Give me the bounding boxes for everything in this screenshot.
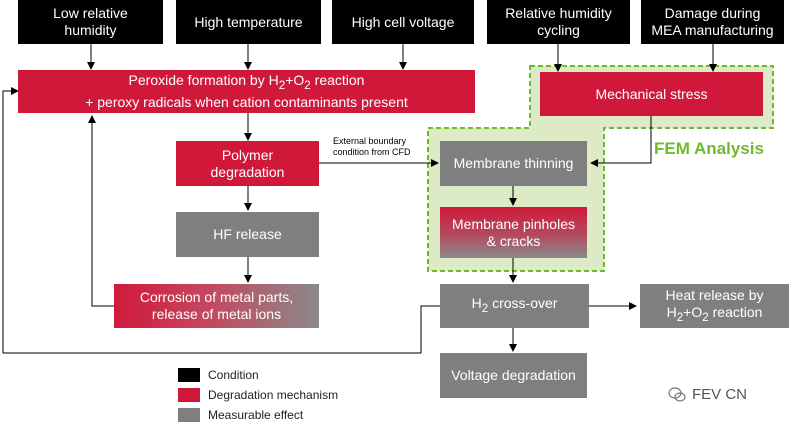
heat-release-line-2: H2+O2 reaction	[667, 304, 763, 326]
legend-swatch	[178, 388, 200, 402]
condition-text-line: Low relative	[53, 5, 128, 21]
note-line: condition from CFD	[333, 147, 411, 157]
effect-voltage-degradation: Voltage degradation	[440, 353, 587, 398]
watermark-text: FEV CN	[692, 386, 748, 403]
pinholes-line: & cracks	[486, 232, 541, 249]
legend-label: Degradation mechanism	[208, 388, 339, 402]
legend-swatch	[178, 368, 200, 382]
text: cross-over	[488, 295, 558, 312]
text: +O	[285, 72, 305, 89]
subscript: 2	[676, 310, 684, 324]
voltage-degradation-label: Voltage degradation	[451, 367, 576, 383]
corrosion-line: Corrosion of metal parts,	[139, 289, 294, 305]
subscript: 2	[278, 78, 286, 92]
text: H	[666, 303, 677, 320]
condition-text-line: cycling	[537, 22, 580, 38]
effect-membrane-thinning: Membrane thinning	[440, 141, 587, 186]
condition-text-line: High temperature	[194, 13, 303, 30]
h2-crossover-label: H2 cross-over	[472, 295, 558, 317]
legend-label: Measurable effect	[208, 408, 304, 422]
condition-text-line: High cell voltage	[351, 13, 455, 30]
text: reaction	[708, 303, 763, 320]
subscript: 2	[702, 310, 709, 324]
condition-low-relative-humidity: Low relative humidity	[18, 0, 163, 44]
hf-release-label: HF release	[213, 226, 282, 242]
text: H	[471, 295, 482, 312]
membrane-thinning-label: Membrane thinning	[453, 155, 574, 171]
peroxide-line-1: Peroxide formation by H2+O2 reaction	[129, 72, 365, 94]
condition-text-line: humidity	[64, 22, 117, 38]
condition-relative-humidity-cycling: Relative humidity cycling	[487, 0, 630, 44]
condition-mea-manufacturing-damage: Damage during MEA manufacturing	[641, 0, 784, 44]
legend: Condition Degradation mechanism Measurab…	[178, 365, 338, 425]
condition-text-line: MEA manufacturing	[651, 22, 774, 38]
legend-item-mechanism: Degradation mechanism	[178, 385, 338, 405]
polymer-line: degradation	[210, 163, 285, 180]
external-boundary-note: External boundary condition from CFD	[333, 136, 411, 158]
text: +O	[683, 303, 703, 320]
subscript: 2	[304, 78, 311, 92]
pinholes-line: Membrane pinholes	[452, 215, 575, 232]
legend-label: Condition	[208, 368, 259, 382]
subscript: 2	[481, 301, 489, 315]
effect-hf-release: HF release	[176, 212, 319, 257]
condition-text-line: Relative humidity	[505, 5, 612, 21]
note-line: External boundary	[333, 136, 407, 146]
effect-membrane-pinholes-cracks: Membrane pinholes & cracks	[440, 207, 587, 258]
peroxide-line-2: + peroxy radicals when cation contaminan…	[85, 93, 408, 110]
wechat-icon	[668, 386, 686, 402]
effect-corrosion-metal-parts: Corrosion of metal parts, release of met…	[114, 284, 319, 328]
condition-high-temperature: High temperature	[176, 0, 321, 44]
legend-item-measurable: Measurable effect	[178, 405, 338, 425]
effect-heat-release: Heat release by H2+O2 reaction	[640, 284, 789, 328]
watermark: FEV CN	[668, 386, 747, 403]
condition-high-cell-voltage: High cell voltage	[332, 0, 474, 44]
legend-swatch	[178, 408, 200, 422]
legend-item-condition: Condition	[178, 365, 338, 385]
mechanical-stress-label: Mechanical stress	[595, 85, 708, 102]
mechanism-peroxide-formation: Peroxide formation by H2+O2 reaction + p…	[18, 70, 475, 113]
corrosion-line: release of metal ions	[151, 306, 282, 322]
mechanism-polymer-degradation: Polymer degradation	[176, 141, 319, 186]
polymer-line: Polymer	[221, 146, 274, 163]
text: reaction	[310, 72, 365, 89]
fem-analysis-label: FEM Analysis	[654, 139, 764, 158]
heat-release-line-1: Heat release by	[665, 286, 764, 303]
text: Peroxide formation by H	[128, 72, 279, 89]
mechanism-mechanical-stress: Mechanical stress	[540, 72, 763, 116]
effect-h2-crossover: H2 cross-over	[440, 284, 589, 328]
condition-text-line: Damage during	[664, 5, 761, 21]
